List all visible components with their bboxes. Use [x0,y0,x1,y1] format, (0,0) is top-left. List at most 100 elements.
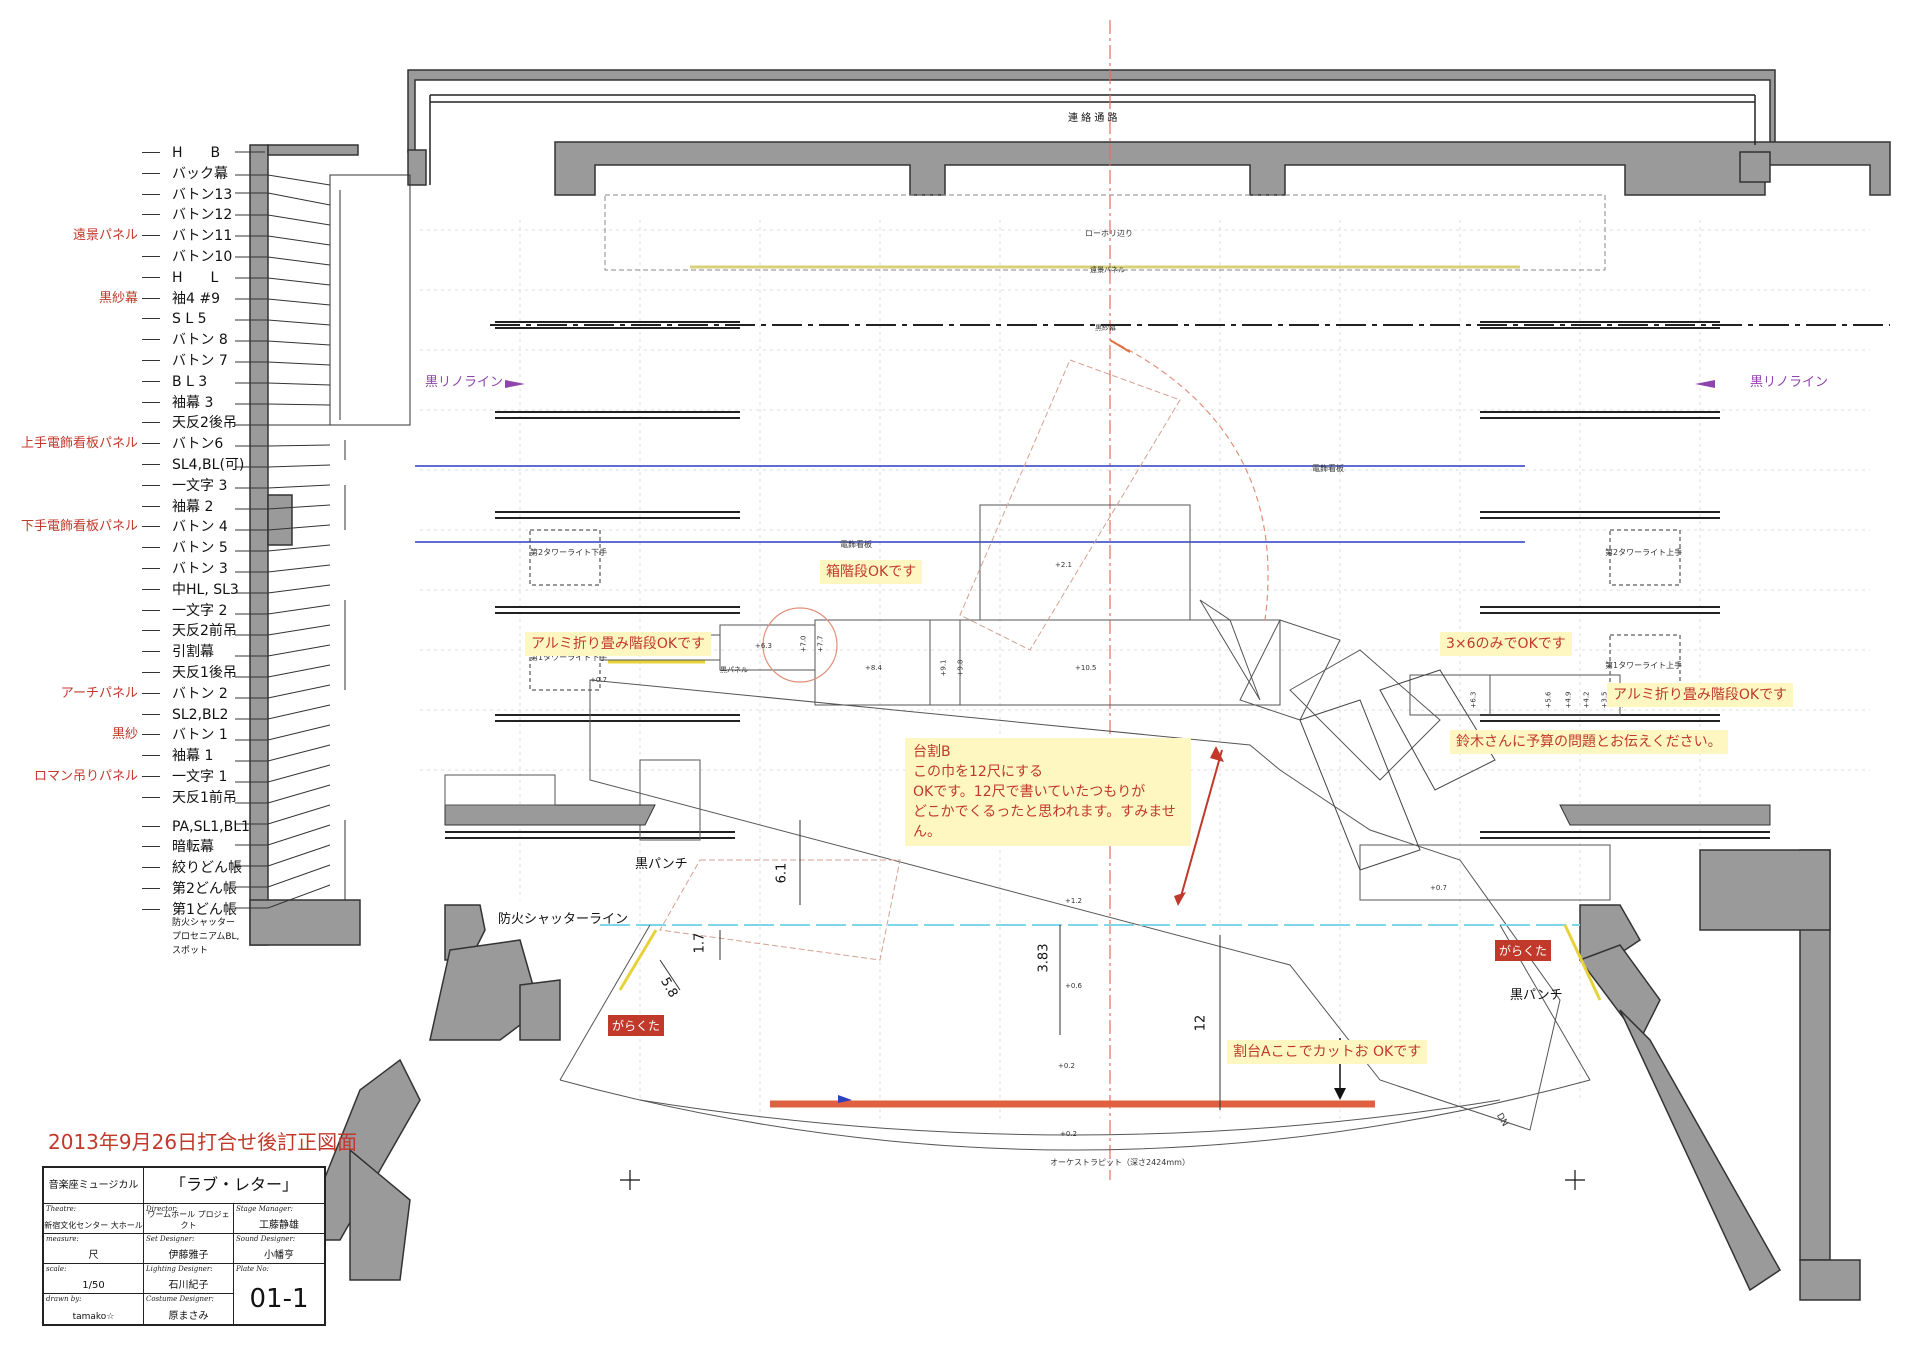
level-mark: +8.4 [865,664,882,672]
fly-line-tick [142,505,160,507]
fly-line-tick [142,443,160,445]
black-lino-left-label: 黒リノライン [425,375,504,390]
note-daiwari-b-line-3: OKです。12尺で書いていたつもりが [913,784,1146,800]
fly-line-label: 一文字 3 [172,477,228,494]
fly-line-label: B L 3 [172,373,208,390]
fly-line-tag: 遠景パネル [72,228,138,244]
note-box-stairs: 箱階段OKです [820,560,923,584]
corridor-label: 連 絡 通 路 [1068,113,1118,124]
tower2-left-label: 第2タワーライト下手 [530,548,608,557]
title-block-drawn-by: drawn by: tamako☆ [44,1294,144,1324]
corridor-lines [429,94,1756,185]
fly-line-tick [142,568,160,569]
lino-arrows [505,380,1715,388]
fly-line-label: 中HL, SL3 [172,581,239,598]
fly-line-tick [142,422,160,424]
fly-line-tick [142,360,160,361]
level-mark: +9.8 [956,659,965,677]
level-mark: +4.9 [1564,691,1573,709]
fly-line-tick [142,172,160,174]
fly-line-tick [142,401,160,403]
fly-line-label: バック幕 [172,165,228,182]
apron-lines [559,924,1591,1151]
fly-line-tick [142,609,160,611]
reference-marks [620,1170,1585,1190]
level-mark: +2.1 [1055,561,1072,569]
level-mark: +0.7 [590,676,607,684]
revision-title: 2013年9月26日打合せ後訂正図面 [48,1130,358,1154]
note-budget: 鈴木さんに予算の問題とお伝えください。 [1450,730,1728,754]
title-block-director: Director: ワームホール プロジェクト [144,1204,234,1234]
level-mark: +10.5 [1075,664,1097,672]
fly-line-tick [142,755,160,757]
fly-line-tick [142,630,160,632]
title-block-theatre: Theatre: 新宿文化センター 大ホール [44,1204,144,1234]
fly-line-label: 天反2後吊 [172,415,237,432]
title-block-lighting-designer: Lighting Designer: 石川紀子 [144,1264,234,1294]
fly-line-label: 袖幕 1 [172,748,214,765]
note-alu-stairs-right: アルミ折り畳み階段OKです [1607,683,1794,707]
fly-line-label: SL2,BL2 [172,706,229,723]
fly-line-label: H B [172,145,221,161]
fly-line-label: PA,SL1,BL1 [172,818,250,835]
fly-line-label: バトン 5 [172,540,228,557]
fly-line-tick [142,547,160,549]
title-block-sound-designer: Sound Designer: 小幡亨 [234,1234,324,1264]
fly-line-tick [142,193,160,195]
level-mark: +5.6 [1544,691,1553,709]
fly-line-tick [142,256,160,257]
junk-left-tag: がらくた [608,1015,665,1036]
title-block-set-designer: Set Designer: 伊藤雅子 [144,1234,234,1264]
fly-line-tick [142,339,160,341]
dimension-lines [659,820,1221,1110]
title-block-plate: Plate No: 01-1 [236,1265,309,1314]
fly-line-tag: 黒紗 [111,727,138,743]
title-block: 音楽座ミュージカル 「ラブ・レター」 Theatre: 新宿文化センター 大ホー… [42,1166,326,1326]
fly-line-tick [142,672,160,673]
fly-line-leaders [235,151,331,909]
black-lino-right-label: 黒リノライン [1750,375,1829,390]
tower2-right-label: 第2タワーライト上手 [1605,548,1683,557]
fly-line-tag: 下手電飾看板パネル [20,519,138,535]
level-mark: +4.2 [1582,691,1591,709]
fly-line-label: 引割幕 [172,644,214,661]
level-mark: +0.2 [1060,1130,1077,1138]
small-panel-label: 黒パネル [720,666,748,674]
dim-12: 12 [1193,1014,1209,1032]
fire-shutter-line-label: 防火シャッターライン [498,912,629,927]
fly-line-tick [142,464,160,465]
fire-shutter-note-2: プロセニアムBL, [172,932,240,942]
fly-line-label: バトン12 [172,207,233,224]
tower1-left-label: 第1タワーライト下手 [530,653,608,662]
note-daiwari-a: 割台Aここでカットお OKです [1227,1040,1428,1064]
title-block-stage-manager: Stage Manager: 工藤静雄 [234,1204,324,1234]
fly-line-tick [142,888,160,889]
tower1-right-label: 第1タワーライト上手 [1605,661,1683,670]
fly-line-tag: ロマン吊りパネル [33,769,138,784]
title-block-costume-designer: Costume Designer: 原まさみ [144,1294,234,1324]
fly-line-tick [142,318,160,320]
note-daiwari-b-line-4: どこかでくるったと思われます。すみません。 [913,804,1176,840]
fly-line-tag: 黒紗幕 [98,290,138,306]
fly-line-label: 第2どん帳 [172,881,237,897]
fly-line-tick [142,235,160,237]
fly-line-label: 一文字 1 [172,769,228,785]
fly-line-tick [142,588,160,590]
fly-line-tick [142,796,160,798]
fly-line-tick [142,825,160,827]
sign-board-label-2: 電飾看板 [840,540,872,549]
fly-line-tag: 上手電飾看板パネル [20,436,138,452]
level-mark: +7.7 [816,635,825,653]
title-block-scale: scale: 1/50 [44,1264,144,1294]
note-three-by-six: 3×6のみでOKです [1440,632,1572,656]
fly-line-tick [142,734,160,736]
fly-line-tick [142,776,160,777]
fly-line-label: バトン 8 [172,332,228,349]
pit-label: オーケストラピット（深さ2424mm） [1050,1158,1190,1167]
fly-line-label: 天反1前吊 [172,789,237,806]
fly-line-label: 天反2前吊 [172,623,237,640]
dim-3-83: 3.83 [1036,943,1052,973]
prosc-blocks [444,804,1771,826]
fire-shutter-note-1: 防火シャッター [172,918,236,928]
